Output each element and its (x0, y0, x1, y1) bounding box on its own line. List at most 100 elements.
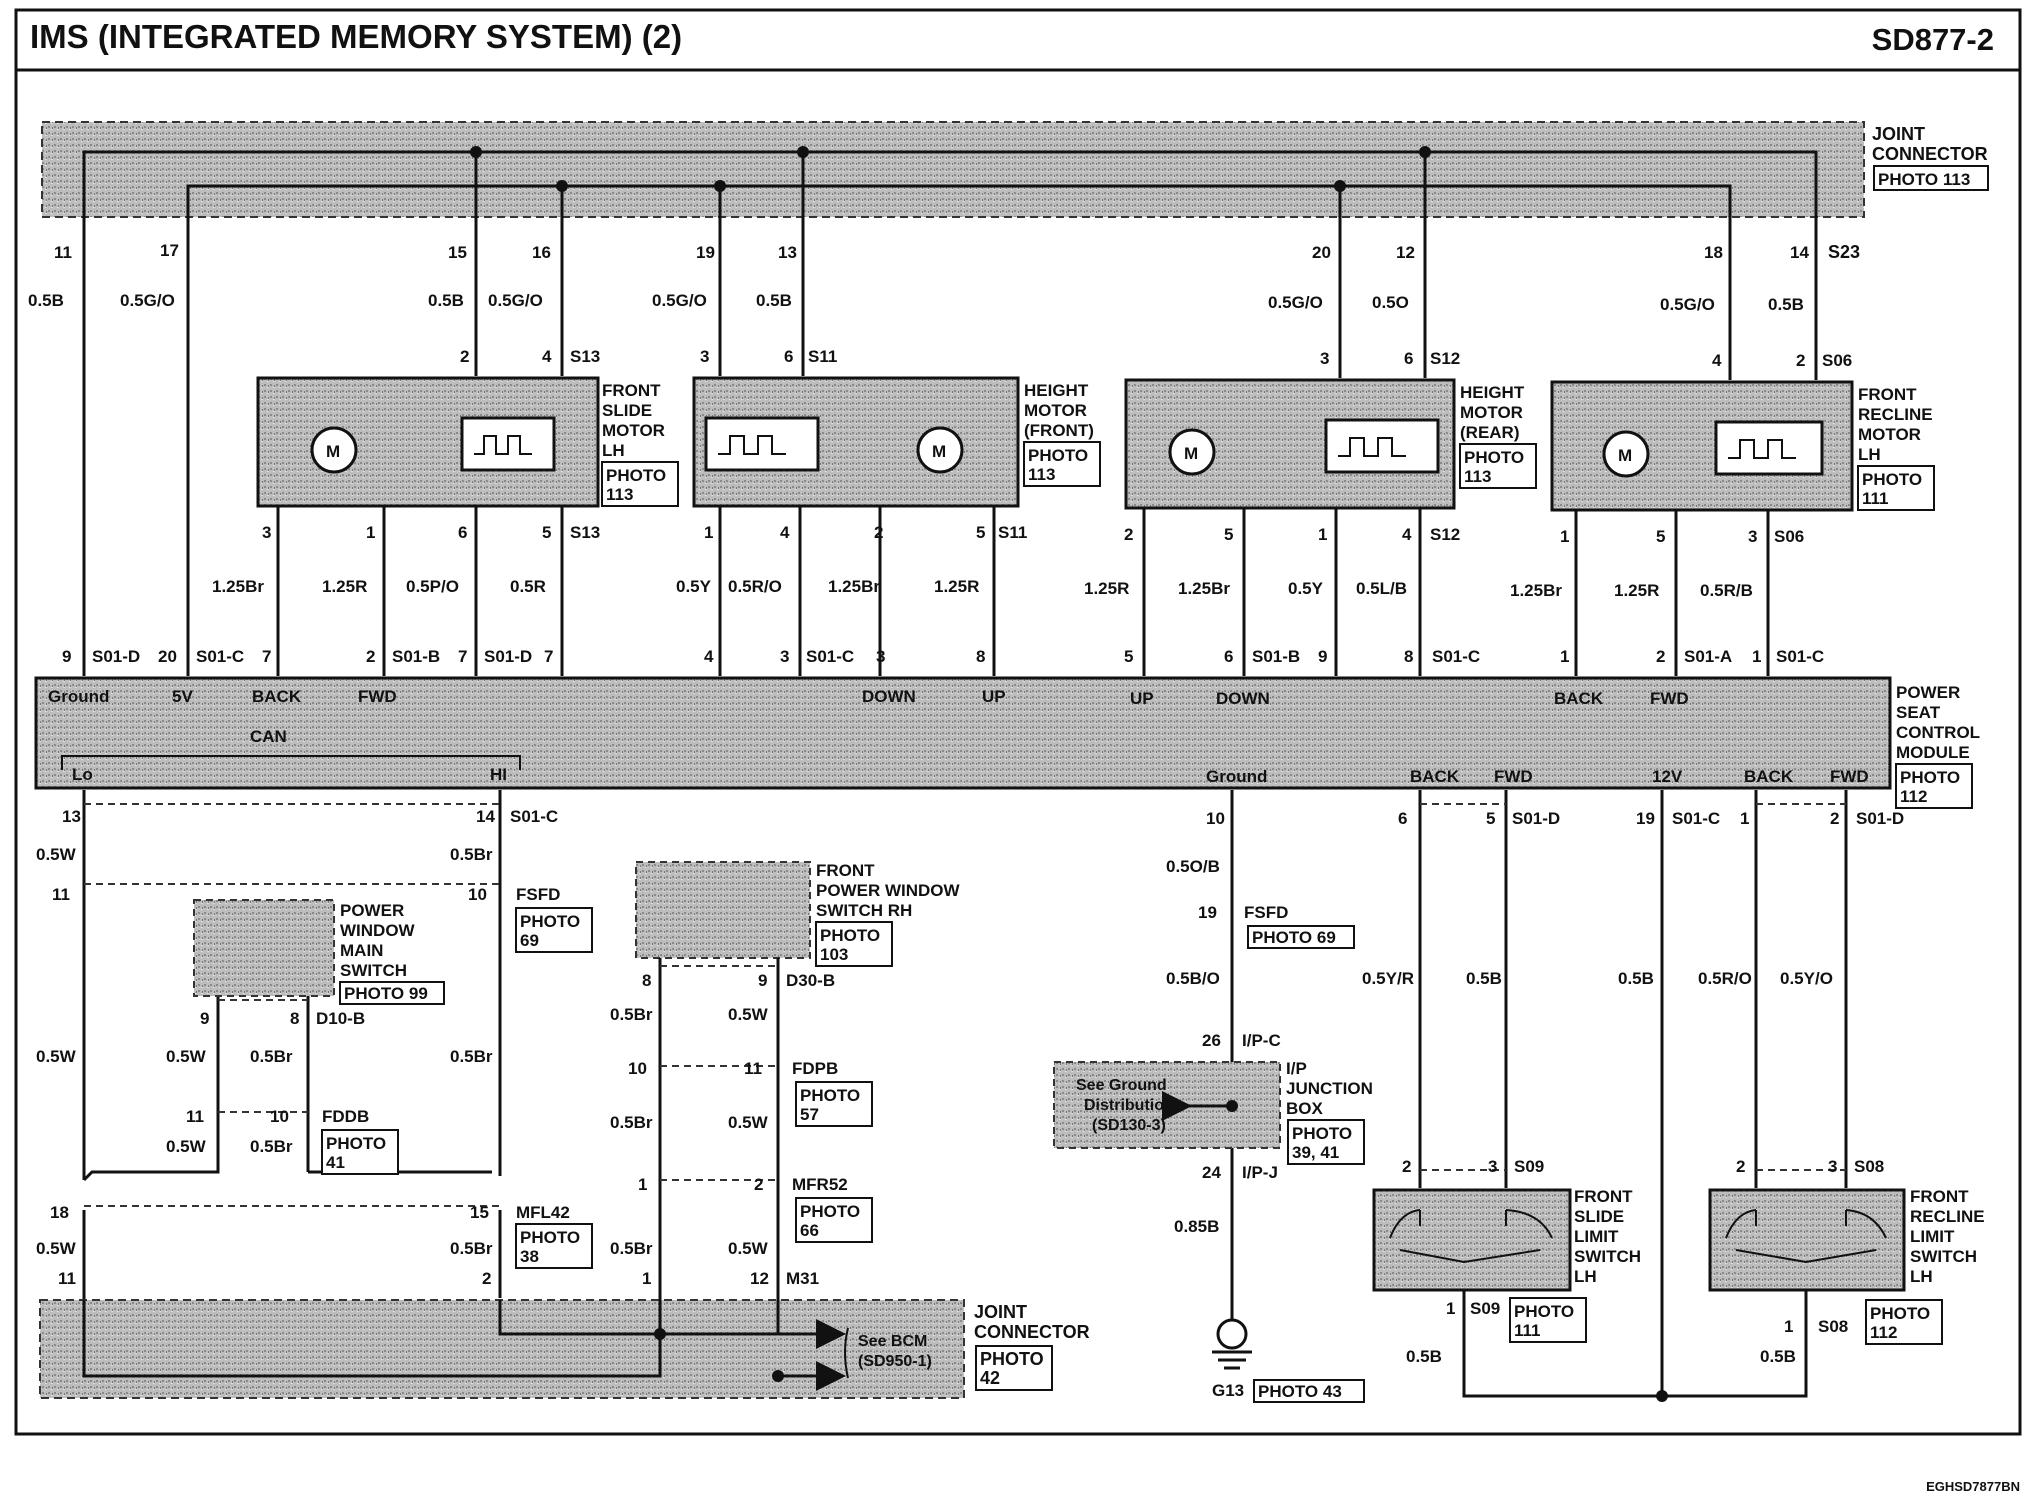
svg-text:4: 4 (1402, 525, 1412, 544)
svg-text:PHOTO: PHOTO (800, 1202, 860, 1221)
front-recline-motor: M (1550, 380, 1854, 512)
svg-text:S01-C: S01-C (806, 647, 854, 666)
svg-text:Ground: Ground (48, 687, 109, 706)
page-title: IMS (INTEGRATED MEMORY SYSTEM) (2) (30, 18, 683, 55)
svg-text:UP: UP (982, 687, 1006, 706)
svg-text:42: 42 (980, 1368, 1000, 1388)
svg-text:S13: S13 (570, 347, 600, 366)
svg-text:8: 8 (290, 1009, 299, 1028)
svg-text:0.5Br: 0.5Br (250, 1047, 293, 1066)
svg-text:10: 10 (1206, 809, 1225, 828)
svg-text:Lo: Lo (72, 765, 93, 784)
svg-text:S01-A: S01-A (1684, 647, 1732, 666)
svg-text:M: M (1618, 446, 1632, 465)
motor-pins: 3 6 S11 1 4 2 5 S11 0.5Y 0.5R/O 1.25Br 1… (676, 347, 1027, 596)
svg-text:0.5Br: 0.5Br (610, 1239, 653, 1258)
svg-text:1: 1 (1446, 1299, 1455, 1318)
upper-wires (82, 228, 1818, 676)
svg-text:0.5B: 0.5B (1466, 969, 1502, 988)
module-label: POWER SEAT CONTROL MODULE PHOTO 112 (1895, 683, 1980, 809)
svg-text:BOX: BOX (1286, 1099, 1324, 1118)
pin-number: 16 (532, 243, 551, 262)
front-recline-limit-switch (1708, 1188, 1906, 1292)
svg-text:FSFD: FSFD (516, 885, 560, 904)
svg-text:3: 3 (1748, 527, 1757, 546)
svg-text:0.5W: 0.5W (728, 1239, 769, 1258)
motor-pins: 2 4 S13 3 1 6 5 S13 1.25Br 1.25R 0.5P/O … (212, 347, 600, 596)
svg-text:57: 57 (800, 1105, 819, 1124)
motor-label: HEIGHT MOTOR (FRONT) PHOTO 113 (1023, 381, 1101, 487)
joint-bus-lines (82, 150, 1818, 228)
svg-text:4: 4 (542, 347, 552, 366)
svg-text:RECLINE: RECLINE (1910, 1207, 1985, 1226)
svg-text:0.5P/O: 0.5P/O (406, 577, 459, 596)
svg-text:1: 1 (704, 523, 713, 542)
svg-text:PHOTO: PHOTO (1870, 1304, 1930, 1323)
svg-text:18: 18 (50, 1203, 69, 1222)
svg-text:1: 1 (642, 1269, 651, 1288)
svg-text:5: 5 (1656, 527, 1665, 546)
svg-text:0.5B: 0.5B (1760, 1347, 1796, 1366)
svg-text:0.5Br: 0.5Br (250, 1137, 293, 1156)
svg-text:8: 8 (976, 647, 985, 666)
joint-connector-label: JOINT (1872, 124, 1925, 144)
svg-text:S09: S09 (1514, 1157, 1544, 1176)
diagram-code: SD877-2 (1871, 22, 1994, 57)
svg-text:112: 112 (1870, 1323, 1897, 1342)
svg-text:POWER: POWER (340, 901, 404, 920)
front-power-window-switch-rh (635, 861, 811, 959)
svg-text:0.5W: 0.5W (728, 1005, 769, 1024)
svg-text:JUNCTION: JUNCTION (1286, 1079, 1373, 1098)
photo-ref: PHOTO 113 (1878, 170, 1970, 189)
svg-text:111: 111 (1862, 489, 1889, 508)
svg-text:66: 66 (800, 1221, 819, 1240)
svg-text:20: 20 (158, 647, 177, 666)
module-functions: Ground 5V BACK FWD DOWN UP UP DOWN BACK … (48, 687, 1869, 786)
svg-text:JOINT: JOINT (974, 1302, 1027, 1322)
svg-text:See BCM: See BCM (858, 1333, 927, 1350)
svg-text:1: 1 (366, 523, 375, 542)
svg-text:26: 26 (1202, 1031, 1221, 1050)
motor-label: HEIGHT MOTOR (REAR) PHOTO 113 (1459, 383, 1537, 489)
svg-text:M: M (932, 442, 946, 461)
svg-text:FRONT: FRONT (816, 861, 875, 880)
svg-text:SLIDE: SLIDE (602, 401, 652, 420)
svg-text:S01-C: S01-C (196, 647, 244, 666)
svg-text:0.5W: 0.5W (728, 1113, 769, 1132)
svg-text:PHOTO: PHOTO (1464, 448, 1524, 467)
svg-text:S01-C: S01-C (1432, 647, 1480, 666)
g13-ground-symbol (1212, 1318, 1252, 1370)
svg-text:S01-B: S01-B (1252, 647, 1300, 666)
svg-text:(REAR): (REAR) (1460, 423, 1520, 442)
svg-text:3: 3 (262, 523, 271, 542)
svg-text:M: M (1184, 444, 1198, 463)
pin-number: 19 (696, 243, 715, 262)
lower-left-labels: 13 14 S01-C 0.5W 0.5Br 11 10 FSFD PHOTO … (36, 807, 593, 1288)
wire-colour: 0.5B (1768, 295, 1804, 314)
svg-text:MODULE: MODULE (1896, 743, 1970, 762)
svg-text:HEIGHT: HEIGHT (1460, 383, 1525, 402)
svg-text:1: 1 (1740, 809, 1749, 828)
svg-text:SWITCH: SWITCH (1574, 1247, 1641, 1266)
svg-text:S01-B: S01-B (392, 647, 440, 666)
svg-text:PHOTO: PHOTO (606, 466, 666, 485)
document-code: EGHSD7877BN (1926, 1479, 2020, 1494)
svg-text:11: 11 (744, 1059, 762, 1078)
connector-id: S23 (1828, 242, 1860, 262)
motor-to-module-wires (276, 506, 1770, 676)
svg-text:5: 5 (1124, 647, 1133, 666)
svg-text:9: 9 (758, 971, 767, 990)
svg-text:3: 3 (700, 347, 709, 366)
pin-number: 17 (160, 241, 179, 260)
svg-text:1: 1 (1560, 527, 1569, 546)
svg-text:S01-C: S01-C (1672, 809, 1720, 828)
svg-text:HEIGHT: HEIGHT (1024, 381, 1089, 400)
svg-text:D10-B: D10-B (316, 1009, 365, 1028)
power-seat-control-module (34, 676, 1892, 790)
svg-text:(FRONT): (FRONT) (1024, 421, 1094, 440)
svg-text:11: 11 (58, 1269, 76, 1288)
svg-text:13: 13 (62, 807, 81, 826)
svg-text:0.5B: 0.5B (1618, 969, 1654, 988)
svg-text:1.25R: 1.25R (1084, 579, 1129, 598)
svg-text:0.5R/O: 0.5R/O (728, 577, 782, 596)
